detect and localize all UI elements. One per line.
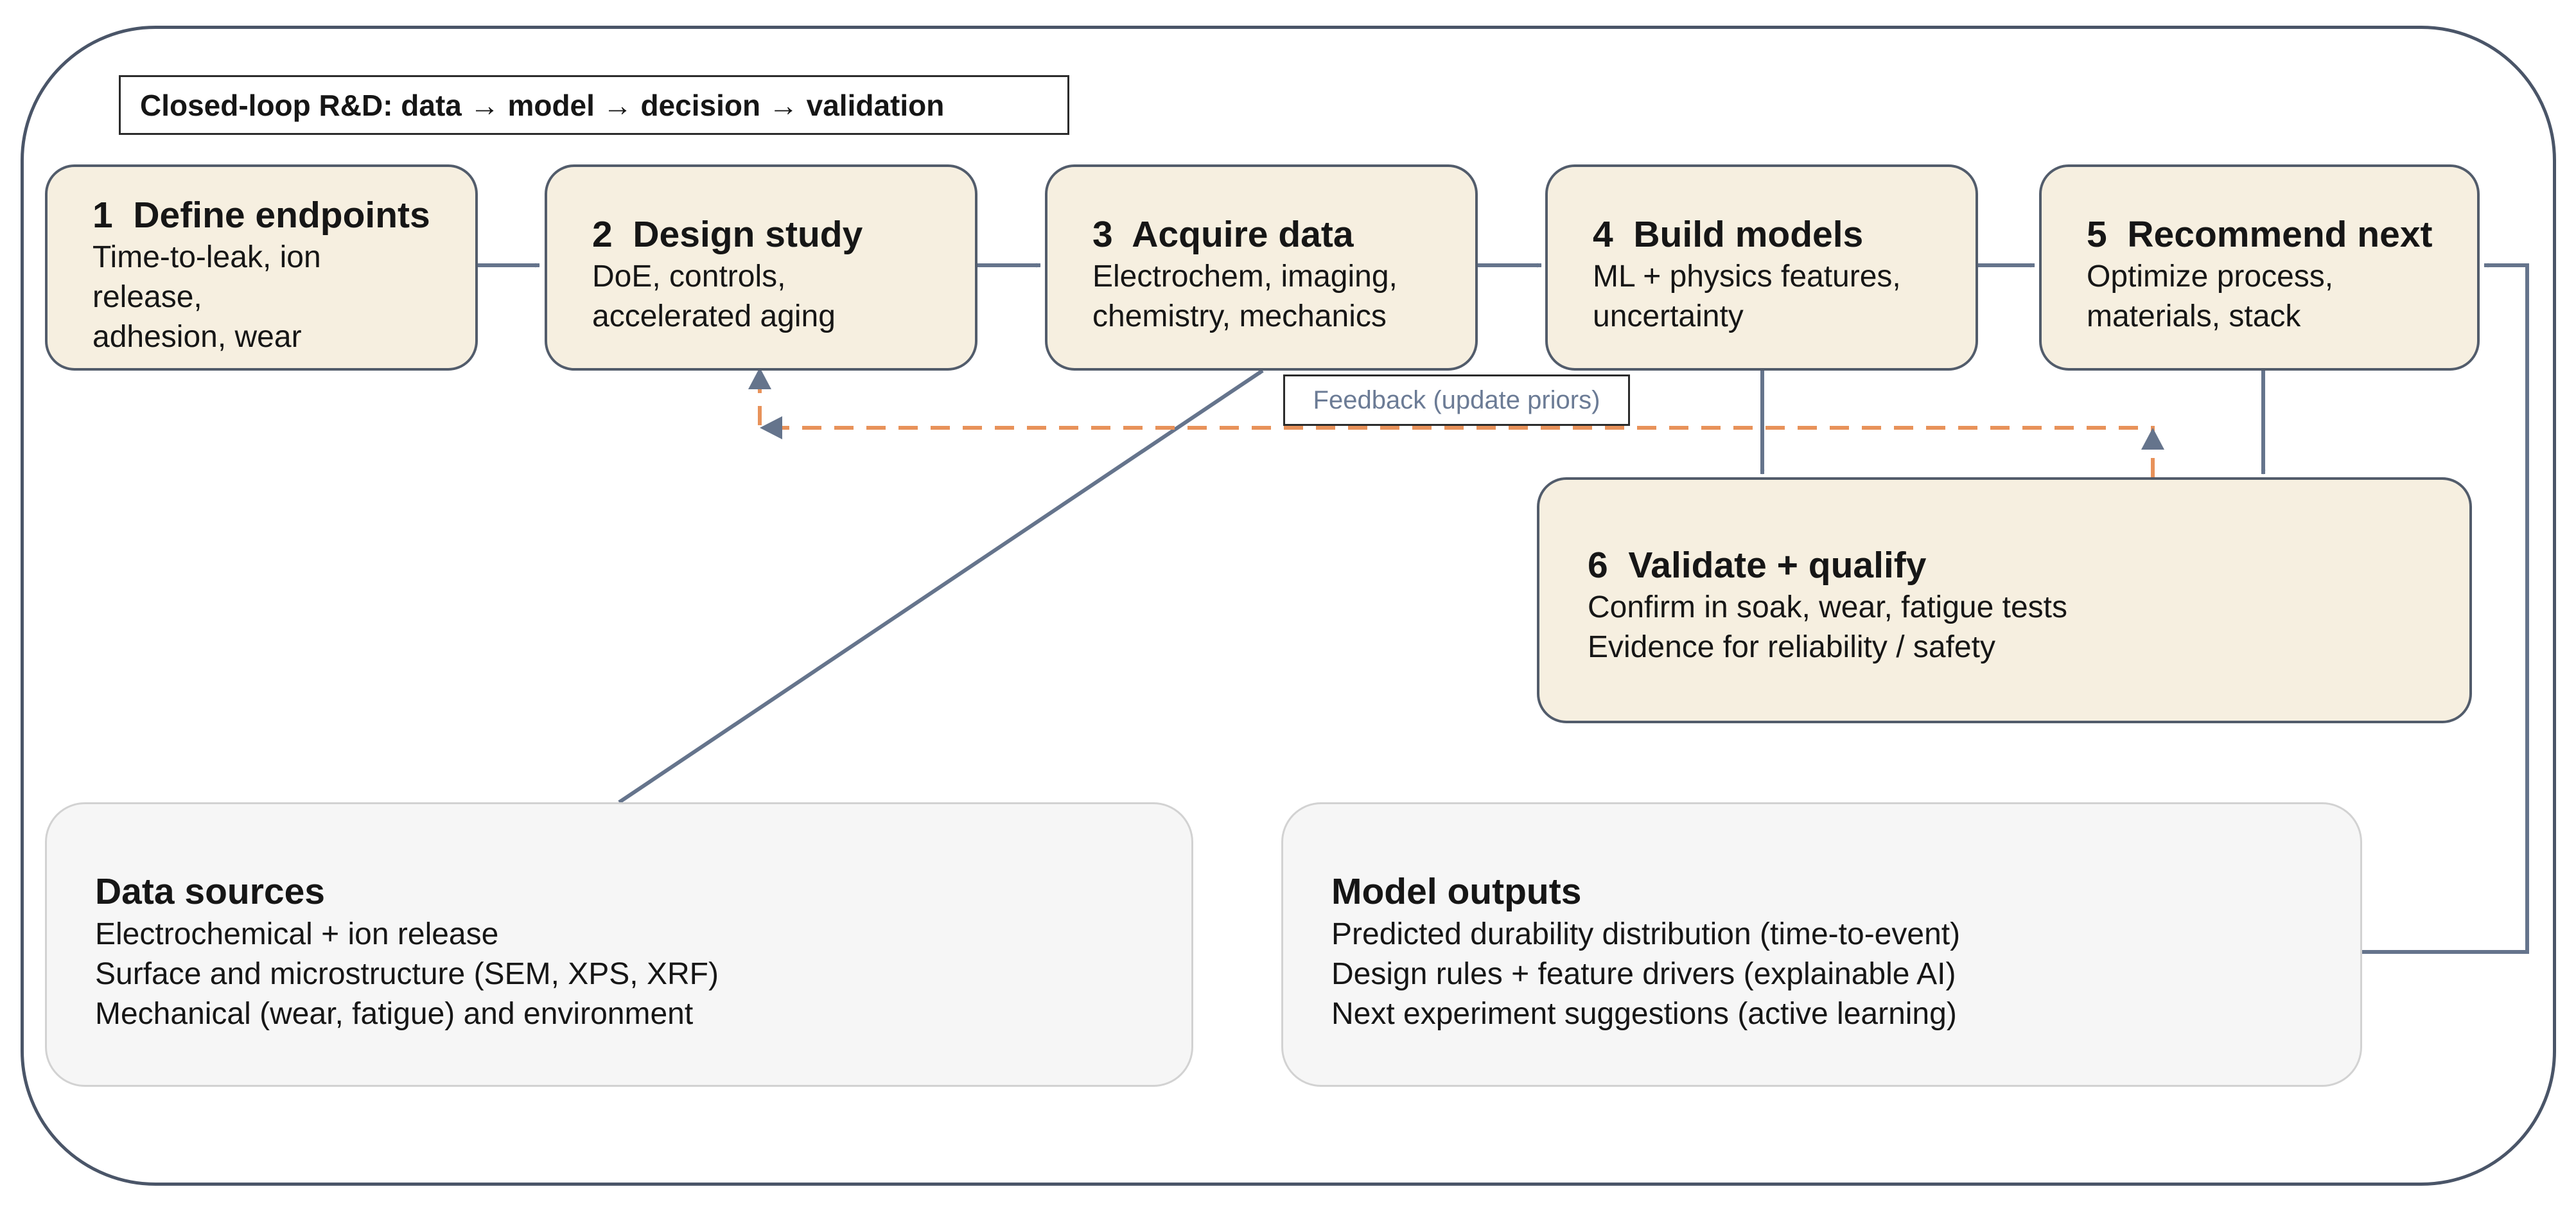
step-2-title: Design study xyxy=(633,214,863,255)
step-4-description: ML + physics features, uncertainty xyxy=(1593,257,1956,337)
feedback-arrowhead-left xyxy=(760,416,782,439)
feedback-arrowhead-right-up xyxy=(2141,428,2164,450)
step-5-heading: 5 Recommend next xyxy=(2087,212,2458,257)
model-outputs-item: Next experiment suggestions (active lear… xyxy=(1331,997,1957,1031)
data-sources-item: Surface and microstructure (SEM, XPS, XR… xyxy=(95,957,719,991)
data-sources-heading: Data sources xyxy=(95,871,326,912)
feedback-arrowhead-up xyxy=(748,367,771,389)
step-6-line: Evidence for reliability / safety xyxy=(1588,630,1995,664)
step-4-line: ML + physics features, xyxy=(1593,260,1901,294)
data-sources-item: Electrochemical + ion release xyxy=(95,917,499,951)
step-2-line: accelerated aging xyxy=(592,299,836,333)
step-6-heading: 6 Validate + qualify xyxy=(1588,543,2444,588)
step-3-description: Electrochem, imaging, chemistry, mechanic… xyxy=(1092,257,1456,337)
step-2-number: 2 xyxy=(592,214,613,255)
step-1-box: 1 Define endpoints Time-to-leak, ion rele… xyxy=(45,164,478,371)
step-4-line: uncertainty xyxy=(1593,299,1744,333)
step-5-number: 5 xyxy=(2087,214,2107,255)
step-6-line: Confirm in soak, wear, fatigue tests xyxy=(1588,590,2067,624)
step-5-box: 5 Recommend next Optimize process, materi… xyxy=(2039,164,2480,371)
step-4-box: 4 Build models ML + physics features, unc… xyxy=(1545,164,1978,371)
model-outputs-item: Design rules + feature drivers (explaina… xyxy=(1331,957,1956,991)
step-2-description: DoE, controls, accelerated aging xyxy=(592,257,956,337)
step-3-box: 3 Acquire data Electrochem, imaging, chem… xyxy=(1045,164,1478,371)
arrow-model-outputs-to-step5 xyxy=(2362,263,2529,954)
step-5-title: Recommend next xyxy=(2127,214,2433,255)
step-4-heading: 4 Build models xyxy=(1593,212,1956,257)
step-1-number: 1 xyxy=(92,195,113,236)
step-3-heading: 3 Acquire data xyxy=(1092,212,1456,257)
step-2-box: 2 Design study DoE, controls, accelerated… xyxy=(545,164,977,371)
model-outputs-panel: Model outputs Predicted durability distr… xyxy=(1281,802,2362,1087)
step-3-line: chemistry, mechanics xyxy=(1092,299,1387,333)
step-3-title: Acquire data xyxy=(1132,214,1354,255)
step-4-number: 4 xyxy=(1593,214,1613,255)
arrow-data-sources-to-step3 xyxy=(618,369,1264,804)
title-box: Closed-loop R&D: data → model → decision… xyxy=(119,75,1069,135)
step-5-line: materials, stack xyxy=(2087,299,2301,333)
step-1-line: adhesion, wear xyxy=(92,320,302,354)
model-outputs-item: Predicted durability distribution (time-… xyxy=(1331,917,1961,951)
step-3-line: Electrochem, imaging, xyxy=(1092,260,1398,294)
step-1-description: Time-to-leak, ion release, adhesion, wear xyxy=(92,238,456,357)
step-1-heading: 1 Define endpoints xyxy=(92,193,456,238)
feedback-label: Feedback (update priors) xyxy=(1283,374,1630,426)
step-6-number: 6 xyxy=(1588,545,1608,586)
outer-frame xyxy=(21,26,2556,1186)
step-1-title: Define endpoints xyxy=(133,195,430,236)
diagram-title: Closed-loop R&D: data → model → decision… xyxy=(140,88,945,122)
step-5-line: Optimize process, xyxy=(2087,260,2334,294)
step-2-heading: 2 Design study xyxy=(592,212,956,257)
step-2-line: DoE, controls, xyxy=(592,260,786,294)
feedback-arrow-line xyxy=(758,373,2155,477)
step-6-box: 6 Validate + qualify Confirm in soak, we… xyxy=(1537,477,2472,723)
step-1-line: release, xyxy=(92,280,202,314)
step-3-number: 3 xyxy=(1092,214,1113,255)
step-6-title: Validate + qualify xyxy=(1628,545,1927,586)
model-outputs-heading: Model outputs xyxy=(1331,871,1582,912)
data-sources-item: Mechanical (wear, fatigue) and environme… xyxy=(95,997,694,1031)
step-1-line: Time-to-leak, ion xyxy=(92,240,321,274)
data-sources-panel: Data sources Electrochemical + ion relea… xyxy=(45,802,1193,1087)
step-4-title: Build models xyxy=(1633,214,1864,255)
step-5-description: Optimize process, materials, stack xyxy=(2087,257,2458,337)
